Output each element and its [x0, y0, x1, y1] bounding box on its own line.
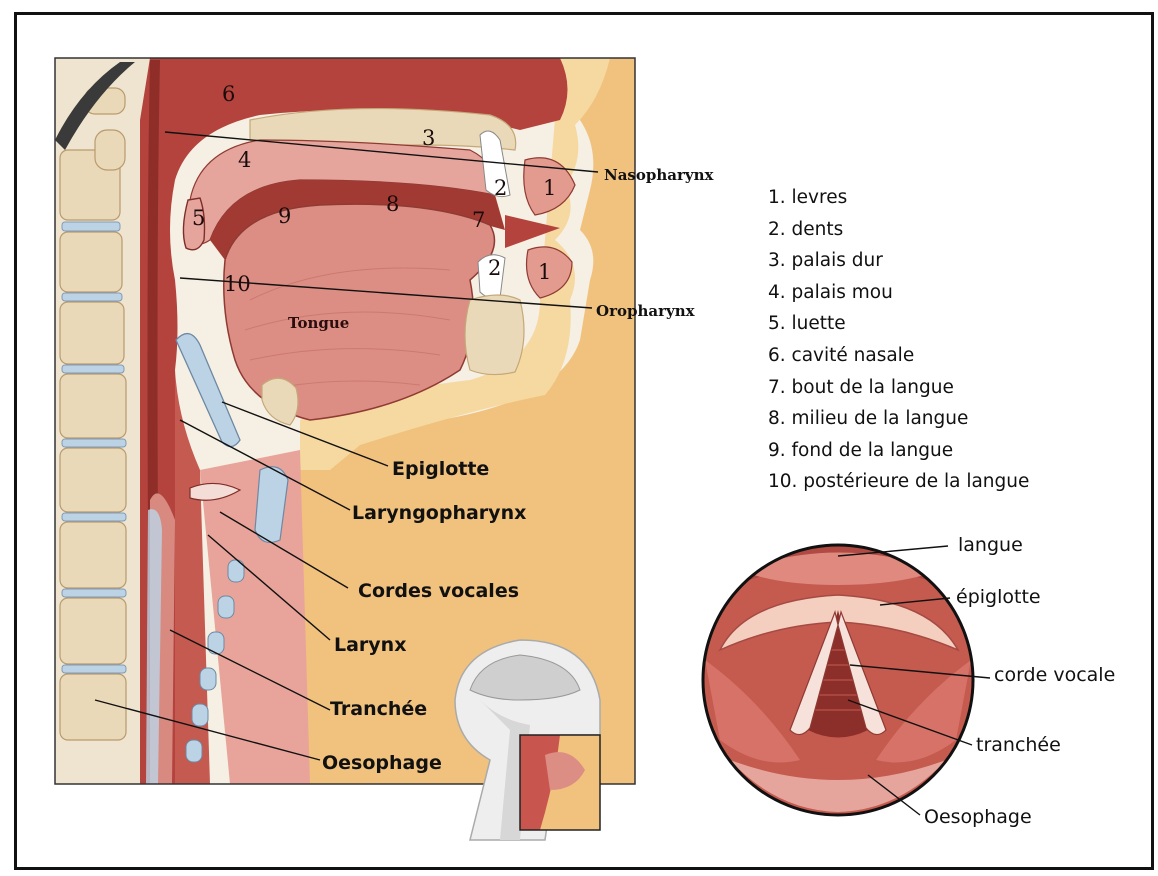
epiglotte-circle-label: épiglotte — [956, 586, 1041, 608]
number-1-bottom: 1 — [538, 260, 551, 284]
legend-item: 6. cavité nasale — [768, 340, 1029, 372]
oesophage-circle-label: Oesophage — [924, 806, 1032, 828]
legend-item: 7. bout de la langue — [768, 372, 1029, 404]
langue-label: langue — [958, 534, 1023, 556]
number-6: 6 — [222, 82, 235, 106]
number-4: 4 — [238, 148, 251, 172]
number-9: 9 — [278, 204, 291, 228]
tranchee-label: Tranchée — [330, 698, 427, 720]
tongue-label: Tongue — [288, 314, 349, 332]
number-2-bottom: 2 — [488, 256, 501, 280]
legend-item: 10. postérieure de la langue — [768, 466, 1029, 498]
cordes-vocales-label: Cordes vocales — [358, 580, 519, 602]
larynx-label: Larynx — [334, 634, 406, 656]
oropharynx-label: Oropharynx — [596, 302, 695, 320]
epiglotte-label: Epiglotte — [392, 458, 489, 480]
number-5: 5 — [192, 206, 205, 230]
numbered-legend: 1. levres 2. dents 3. palais dur 4. pala… — [768, 182, 1029, 498]
laryngopharynx-label: Laryngopharynx — [352, 502, 526, 524]
oesophage-label: Oesophage — [322, 752, 442, 774]
number-3: 3 — [422, 126, 435, 150]
number-8: 8 — [386, 192, 399, 216]
corde-vocale-label: corde vocale — [994, 664, 1115, 686]
legend-item: 8. milieu de la langue — [768, 403, 1029, 435]
tranchee-circle-label: tranchée — [976, 734, 1061, 756]
legend-item: 3. palais dur — [768, 245, 1029, 277]
legend-item: 1. levres — [768, 182, 1029, 214]
legend-item: 5. luette — [768, 308, 1029, 340]
number-7: 7 — [472, 208, 485, 232]
legend-item: 9. fond de la langue — [768, 435, 1029, 467]
legend-item: 4. palais mou — [768, 277, 1029, 309]
number-1-top: 1 — [543, 176, 556, 200]
number-2-top: 2 — [494, 176, 507, 200]
legend-item: 2. dents — [768, 214, 1029, 246]
nasopharynx-label: Nasopharynx — [604, 166, 713, 184]
head-inset — [455, 640, 600, 840]
number-10: 10 — [224, 272, 251, 296]
